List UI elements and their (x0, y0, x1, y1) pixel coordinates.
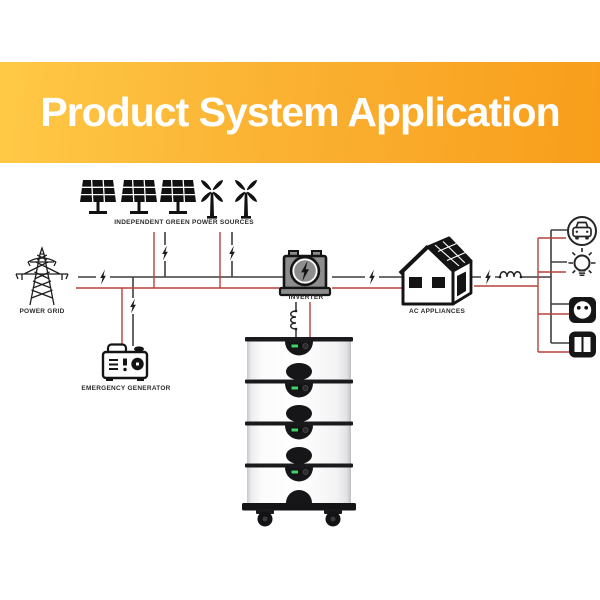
solar-panel-icon (121, 179, 157, 214)
solar-house-icon (398, 236, 473, 306)
battery-bolt-icon (278, 250, 332, 297)
wind-turbine-icon (201, 180, 223, 219)
battery-module-faceplates (285, 341, 313, 503)
caster-wheels (256, 509, 342, 527)
transmission-tower-icon (15, 245, 69, 306)
light-bulb-icon (568, 248, 596, 277)
label-ac-appliances: AC APPLIANCES (408, 308, 466, 315)
solar-panel-icon (160, 179, 196, 214)
wind-turbine-icon (235, 180, 257, 219)
battery-stack (242, 337, 356, 527)
portable-generator-icon (101, 343, 149, 381)
coil-icons (290, 271, 523, 331)
label-green-sources: INDEPENDENT GREEN POWER SOURCES (114, 219, 254, 226)
label-power-grid: POWER GRID (19, 308, 65, 315)
power-outlet-icon (569, 297, 596, 323)
wall-switch-icon (569, 331, 596, 358)
label-inverter: INVERTER (288, 294, 324, 301)
ev-car-icon (567, 216, 597, 246)
title-banner: Product System Application (0, 62, 600, 163)
wiring-red (76, 232, 569, 353)
solar-panel-icon (80, 179, 116, 214)
label-emergency-generator: EMERGENCY GENERATOR (81, 385, 171, 392)
page-title: Product System Application (40, 89, 560, 135)
